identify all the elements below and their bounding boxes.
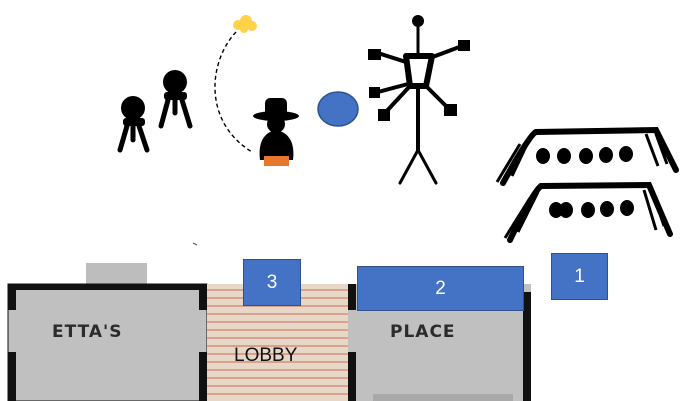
spectator-stand-icon <box>495 126 679 186</box>
marker-3: 3 <box>243 259 301 306</box>
spectator-stand-icon <box>503 181 673 243</box>
room-ettas <box>7 263 208 401</box>
room-label-place: PLACE <box>390 322 456 342</box>
standing-person-icon <box>158 70 193 129</box>
marker-2: 2 <box>357 266 524 311</box>
standing-person-icon <box>117 96 150 153</box>
ball-icon <box>317 91 359 127</box>
throw-arc <box>214 31 253 153</box>
room-label-ettas: ETTA'S <box>52 322 123 342</box>
room-label-lobby: LOBBY <box>234 345 298 366</box>
marker-1: 1 <box>551 253 608 300</box>
juggler-icon <box>253 98 299 166</box>
scarecrow-icon <box>368 15 470 185</box>
spark-icon <box>233 15 257 33</box>
